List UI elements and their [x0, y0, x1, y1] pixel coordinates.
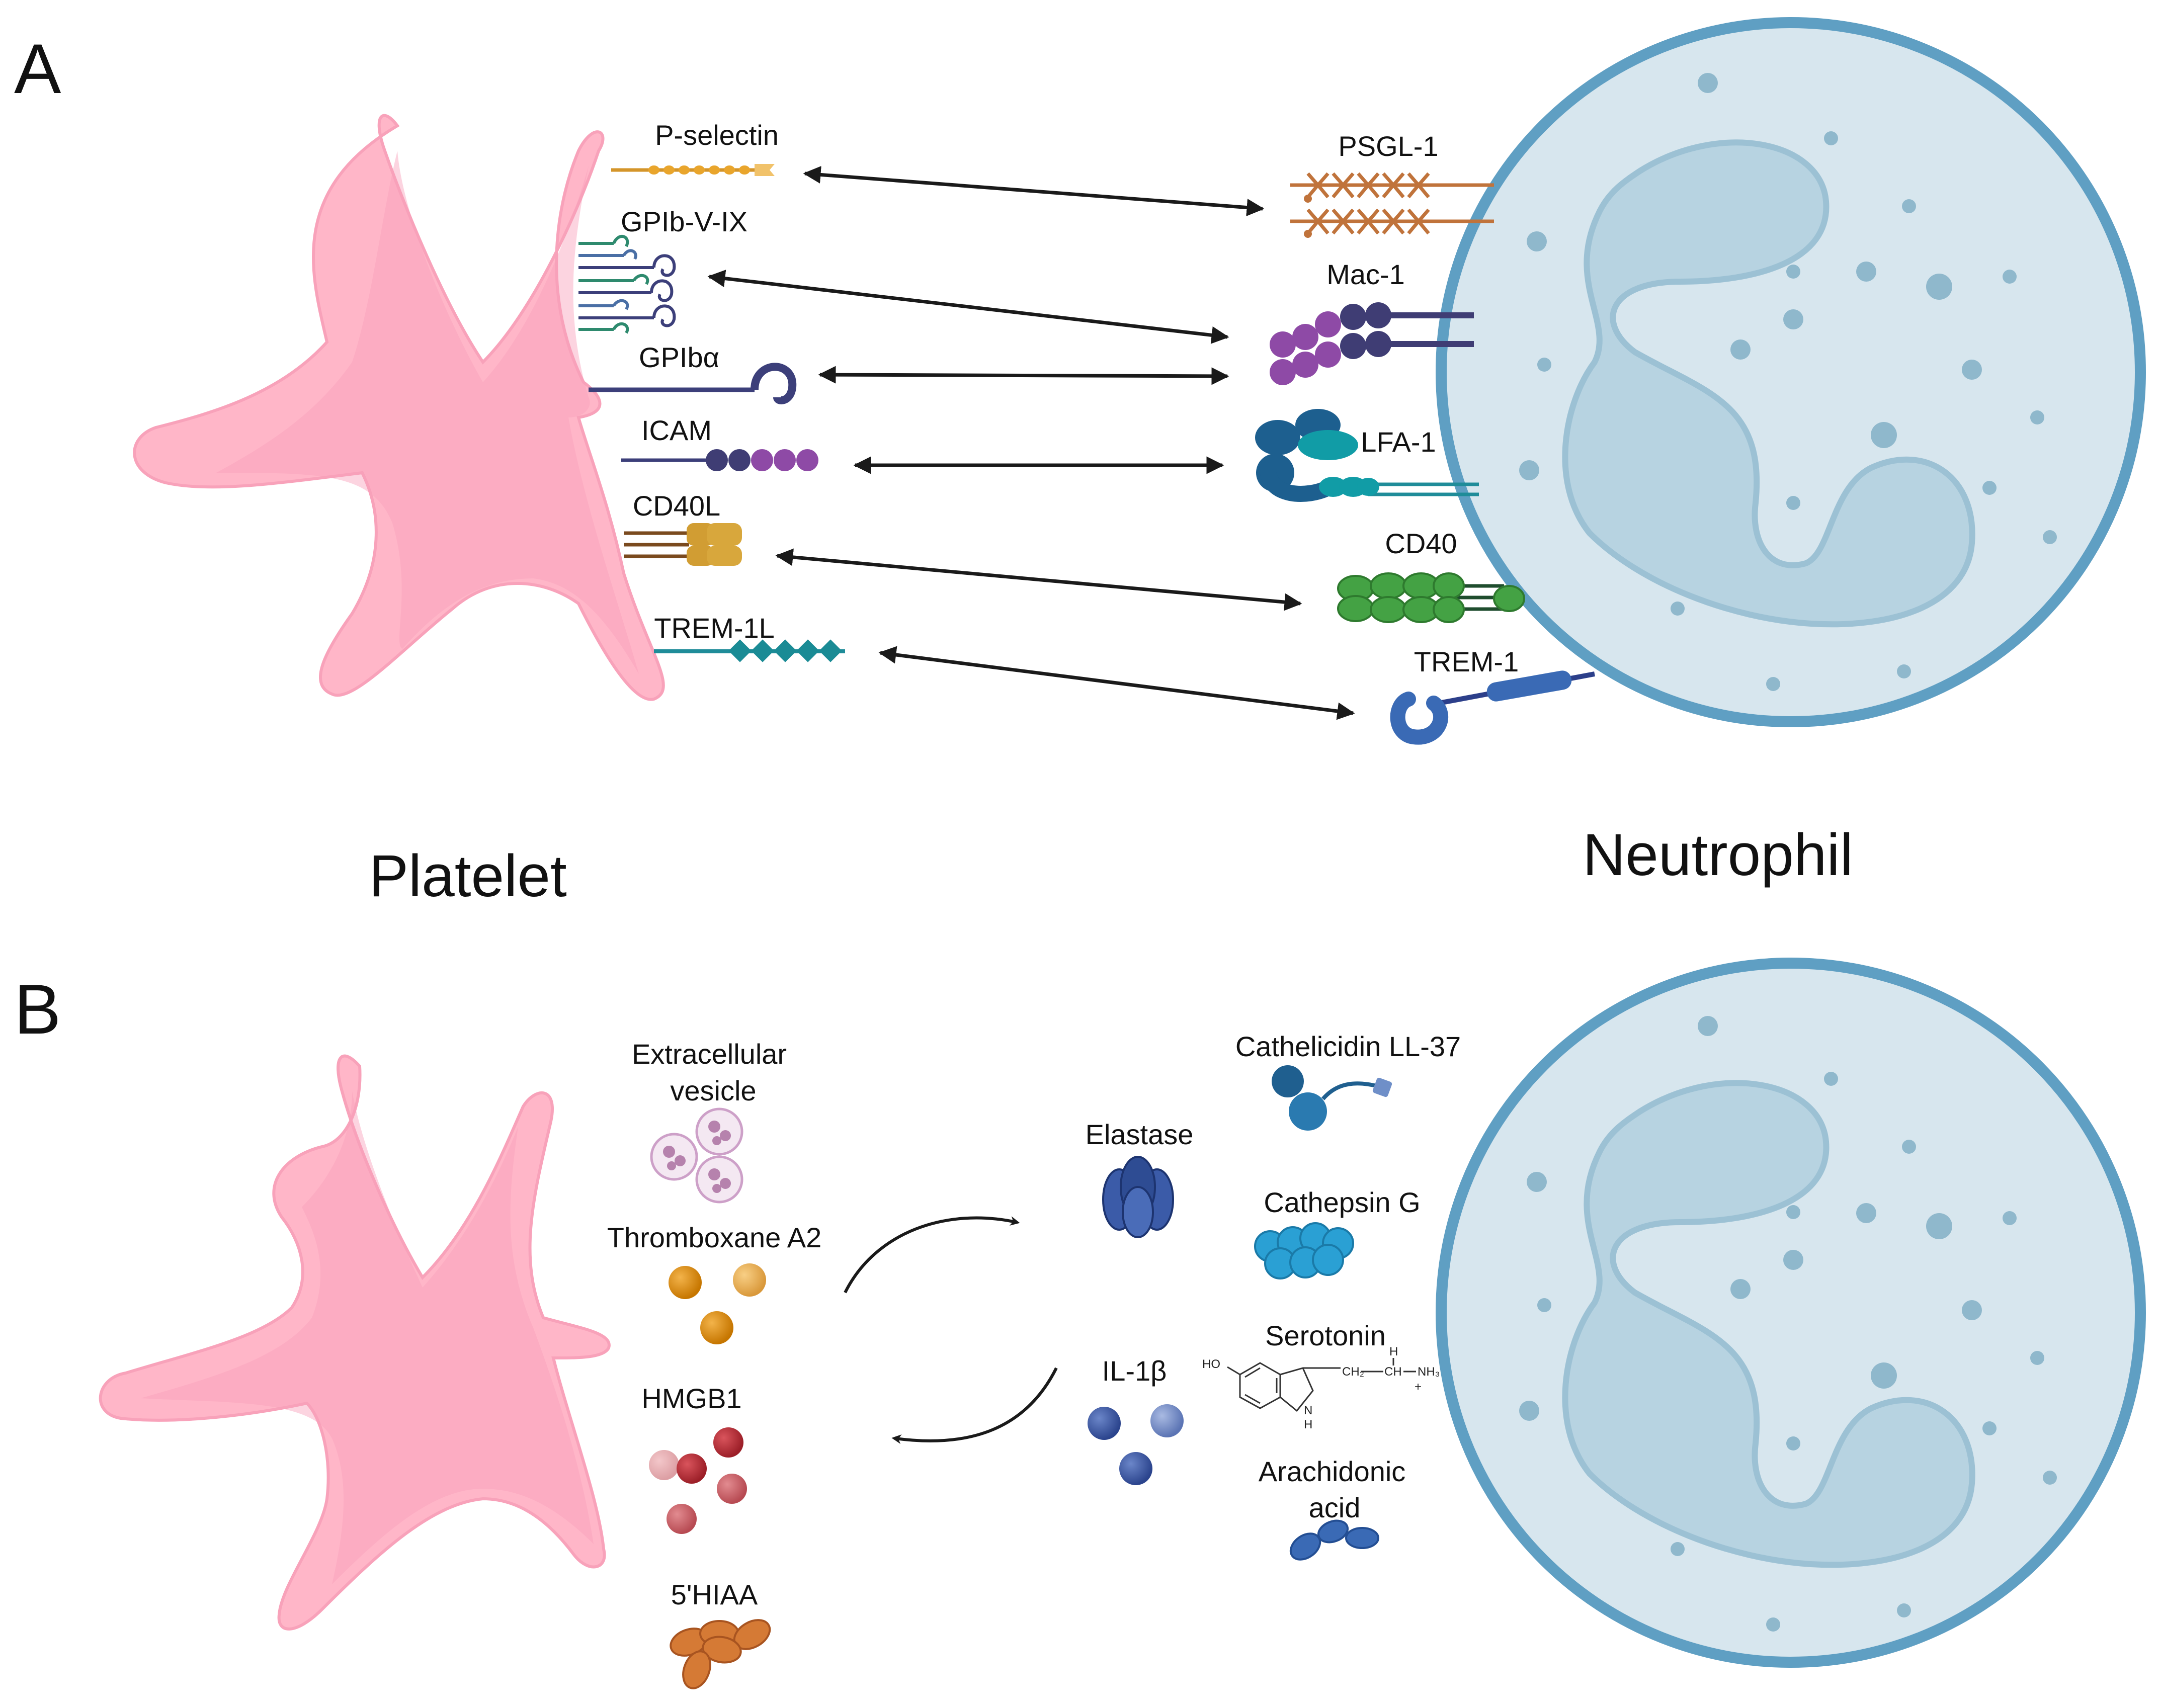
interaction-arrows — [707, 165, 1355, 720]
neutrophil-cell-a — [1436, 17, 2146, 727]
cd40-label: CD40 — [1385, 528, 1457, 559]
cathelicidin-ll37-icon — [1272, 1065, 1392, 1131]
arachidonic-label-line2: acid — [1309, 1492, 1361, 1523]
platelet-cell-a — [133, 114, 665, 701]
trem-1-label: TREM-1 — [1414, 646, 1519, 677]
cd40l-label: CD40L — [633, 490, 720, 522]
il1b-label: IL-1β — [1102, 1355, 1167, 1387]
p-selectin-label: P-selectin — [655, 119, 779, 151]
elastase-icon — [1102, 1156, 1174, 1238]
serotonin-label: Serotonin — [1265, 1320, 1386, 1351]
neutrophil-cell-b — [1436, 958, 2146, 1668]
arachidonic-acid-icon — [1289, 1519, 1379, 1561]
arrow-gpiba-mac1 — [818, 366, 1229, 385]
gpib-alpha-glyph — [589, 363, 797, 404]
psgl-1-label: PSGL-1 — [1338, 130, 1438, 162]
serotonin-nh3: NH₃ — [1418, 1365, 1440, 1379]
platelet-title: Platelet — [369, 843, 567, 909]
5-hiaa-icon — [670, 1619, 771, 1689]
cathelicidin-label: Cathelicidin LL-37 — [1235, 1031, 1461, 1062]
cathepsin-g-icon — [1254, 1222, 1354, 1279]
gpib-v-ix-glyph — [578, 235, 676, 334]
trem-1l-label: TREM-1L — [654, 612, 775, 644]
thromboxane-label: Thromboxane A2 — [607, 1222, 821, 1253]
serotonin-ch2: CH₂ — [1342, 1365, 1364, 1379]
psgl-1-glyph — [1290, 172, 1494, 235]
platelet-cell-b — [99, 1054, 611, 1631]
arrow-pselectin-psgl1 — [803, 165, 1265, 217]
ev-label-line1: Extracellular — [632, 1038, 787, 1070]
serotonin-ho: HO — [1202, 1357, 1220, 1371]
serotonin-n-h: H — [1304, 1418, 1312, 1431]
gpib-v-ix-label: GPIb-V-IX — [621, 206, 747, 237]
extracellular-vesicle-icon — [650, 1107, 743, 1204]
gpib-alpha-label: GPIbα — [639, 341, 719, 373]
mac-1-label: Mac-1 — [1326, 259, 1405, 290]
arrow-cd40l-cd40 — [775, 548, 1302, 611]
granules-a — [1519, 73, 2057, 691]
ev-label-line2: vesicle — [670, 1075, 756, 1106]
arrow-trem1l-trem1 — [878, 646, 1355, 720]
lfa-1-glyph — [1255, 409, 1479, 502]
trem-1l-glyph — [654, 639, 845, 662]
serotonin-ch: CH — [1384, 1365, 1402, 1379]
arrow-gpib-mac1 — [707, 270, 1229, 344]
mac-1-glyph — [1270, 302, 1474, 385]
lfa-1-label: LFA-1 — [1361, 426, 1436, 458]
arachidonic-label-line1: Arachidonic — [1259, 1456, 1406, 1487]
cd40-glyph — [1337, 572, 1525, 623]
serotonin-n: N — [1304, 1404, 1312, 1417]
serotonin-structure: HO CH₂ CH H NH₃ + N H — [1202, 1345, 1440, 1431]
cd40l-glyph — [624, 523, 742, 566]
elastase-label: Elastase — [1086, 1119, 1194, 1150]
p-selectin-glyph — [611, 164, 775, 176]
il-1b-icon — [1088, 1404, 1184, 1485]
trem-1-glyph — [1390, 670, 1595, 745]
serotonin-h-top: H — [1389, 1345, 1398, 1358]
serotonin-plus: + — [1415, 1380, 1422, 1394]
icam-label: ICAM — [641, 414, 712, 446]
neutrophil-title: Neutrophil — [1583, 822, 1853, 888]
curved-arrow-to-platelet — [891, 1367, 1058, 1444]
cathepsin-label: Cathepsin G — [1264, 1186, 1420, 1218]
icam-glyph — [621, 449, 818, 471]
thromboxane-a2-icon — [669, 1263, 766, 1344]
curved-arrow-to-neutrophil — [844, 1216, 1020, 1294]
panel-a-letter: A — [14, 29, 61, 108]
granules-b — [1519, 1016, 2057, 1632]
hmgb1-label: HMGB1 — [641, 1383, 741, 1414]
hiaa-label: 5'HIAA — [671, 1579, 758, 1610]
panel-b-letter: B — [14, 970, 61, 1049]
hmgb1-icon — [649, 1427, 747, 1534]
